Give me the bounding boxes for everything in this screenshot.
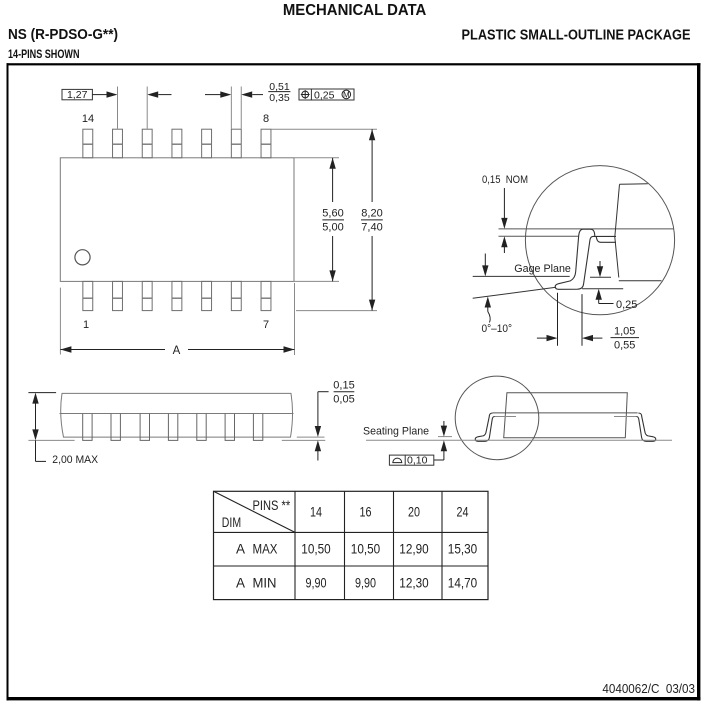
svg-text:A: A bbox=[173, 345, 181, 357]
svg-text:MECHANICAL DATA: MECHANICAL DATA bbox=[283, 2, 427, 19]
svg-text:9,90: 9,90 bbox=[306, 576, 327, 591]
svg-text:0,15: 0,15 bbox=[333, 380, 354, 392]
svg-text:NS (R-PDSO-G**): NS (R-PDSO-G**) bbox=[8, 27, 118, 43]
svg-text:0,10: 0,10 bbox=[407, 455, 428, 467]
svg-text:12,30: 12,30 bbox=[399, 576, 428, 591]
svg-text:8,20: 8,20 bbox=[361, 207, 382, 219]
svg-text:4040062/C 03/03: 4040062/C 03/03 bbox=[602, 681, 695, 696]
svg-text:24: 24 bbox=[457, 505, 469, 520]
svg-text:10,50: 10,50 bbox=[351, 542, 380, 557]
svg-text:Seating Plane: Seating Plane bbox=[363, 426, 429, 438]
svg-text:8: 8 bbox=[263, 113, 269, 125]
svg-text:1: 1 bbox=[83, 319, 89, 331]
svg-text:A: A bbox=[236, 576, 245, 591]
svg-text:0,25: 0,25 bbox=[616, 299, 637, 311]
svg-text:MIN: MIN bbox=[253, 576, 277, 591]
svg-text:0°–10°: 0°–10° bbox=[482, 323, 513, 335]
svg-text:5,00: 5,00 bbox=[322, 222, 343, 234]
svg-text:1,05: 1,05 bbox=[614, 326, 635, 338]
svg-text:M: M bbox=[343, 90, 350, 99]
svg-text:MAX: MAX bbox=[253, 542, 278, 557]
svg-text:DIM: DIM bbox=[222, 515, 241, 530]
svg-text:0,51: 0,51 bbox=[269, 81, 290, 93]
svg-text:7: 7 bbox=[263, 319, 269, 331]
svg-text:0,15 NOM: 0,15 NOM bbox=[482, 174, 528, 186]
svg-text:15,30: 15,30 bbox=[448, 542, 477, 557]
svg-text:1,27: 1,27 bbox=[67, 89, 88, 101]
svg-text:PINS **: PINS ** bbox=[253, 498, 291, 513]
svg-text:12,90: 12,90 bbox=[399, 542, 428, 557]
svg-text:0,55: 0,55 bbox=[614, 339, 635, 351]
svg-text:14: 14 bbox=[82, 113, 94, 125]
svg-text:0,35: 0,35 bbox=[269, 92, 290, 104]
svg-text:20: 20 bbox=[408, 505, 420, 520]
svg-text:0,25: 0,25 bbox=[314, 89, 335, 101]
svg-text:7,40: 7,40 bbox=[361, 222, 382, 234]
svg-text:14: 14 bbox=[310, 505, 322, 520]
svg-text:14-PINS SHOWN: 14-PINS SHOWN bbox=[8, 47, 80, 61]
svg-text:9,90: 9,90 bbox=[355, 576, 376, 591]
svg-text:PLASTIC SMALL-OUTLINE PACKAGE: PLASTIC SMALL-OUTLINE PACKAGE bbox=[462, 28, 691, 44]
svg-text:Gage Plane: Gage Plane bbox=[514, 263, 571, 275]
svg-text:5,60: 5,60 bbox=[322, 207, 343, 219]
svg-text:0,05: 0,05 bbox=[333, 393, 354, 405]
svg-text:10,50: 10,50 bbox=[301, 542, 330, 557]
svg-text:16: 16 bbox=[360, 505, 372, 520]
svg-text:A: A bbox=[236, 542, 245, 557]
svg-text:14,70: 14,70 bbox=[448, 576, 477, 591]
svg-text:2,00 MAX: 2,00 MAX bbox=[52, 454, 98, 466]
